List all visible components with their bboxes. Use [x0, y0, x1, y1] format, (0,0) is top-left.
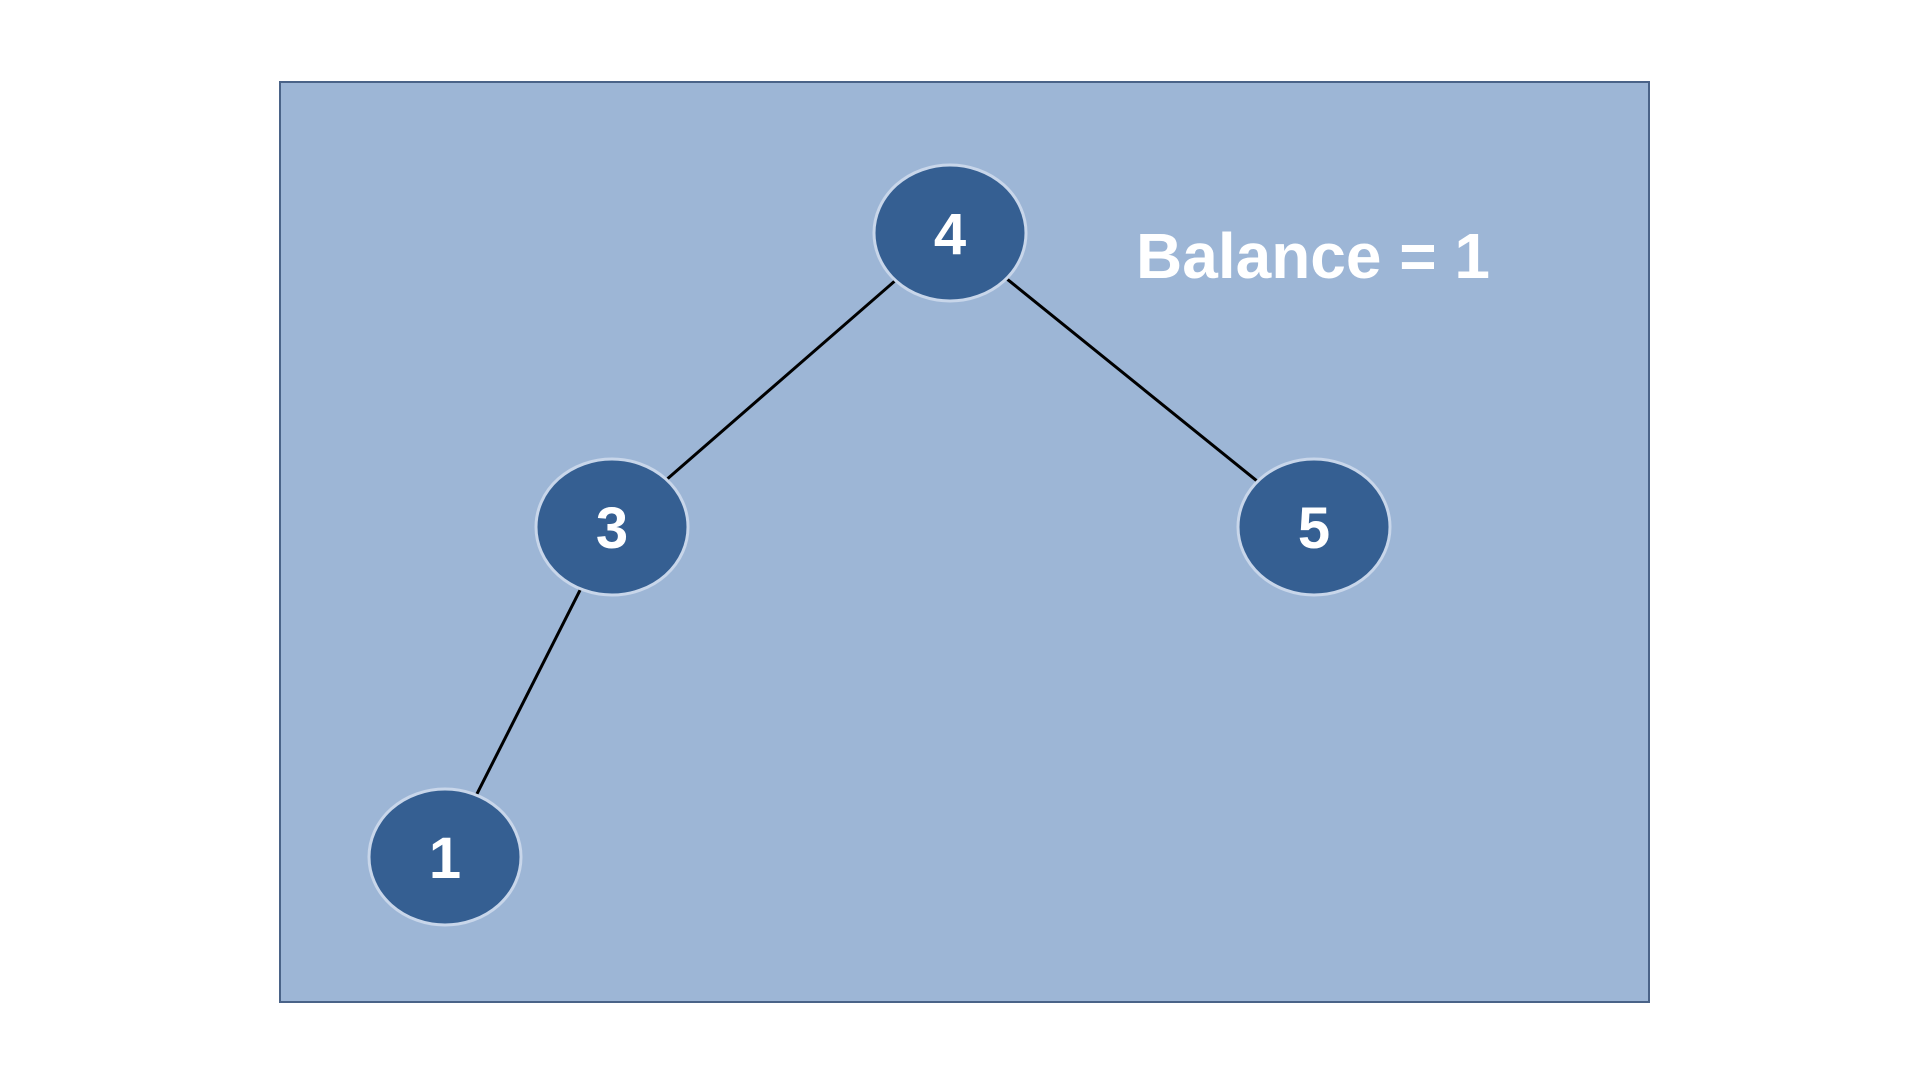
edge-n3-n1 — [475, 588, 582, 796]
edge-n4-n3 — [665, 279, 897, 481]
node-label: 1 — [429, 826, 461, 891]
edge-n4-n5 — [1005, 277, 1259, 483]
tree-node-4: 4 — [872, 163, 1028, 303]
node-circle — [534, 457, 690, 597]
node-label: 4 — [934, 202, 966, 267]
node-label: 3 — [596, 496, 628, 561]
node-circle — [1236, 457, 1392, 597]
tree-node-1: 1 — [367, 787, 523, 927]
node-circle — [367, 787, 523, 927]
tree-node-3: 3 — [534, 457, 690, 597]
node-circle — [872, 163, 1028, 303]
node-label: 5 — [1298, 496, 1330, 561]
balance-label: Balance = 1 — [1136, 220, 1490, 292]
tree-node-5: 5 — [1236, 457, 1392, 597]
